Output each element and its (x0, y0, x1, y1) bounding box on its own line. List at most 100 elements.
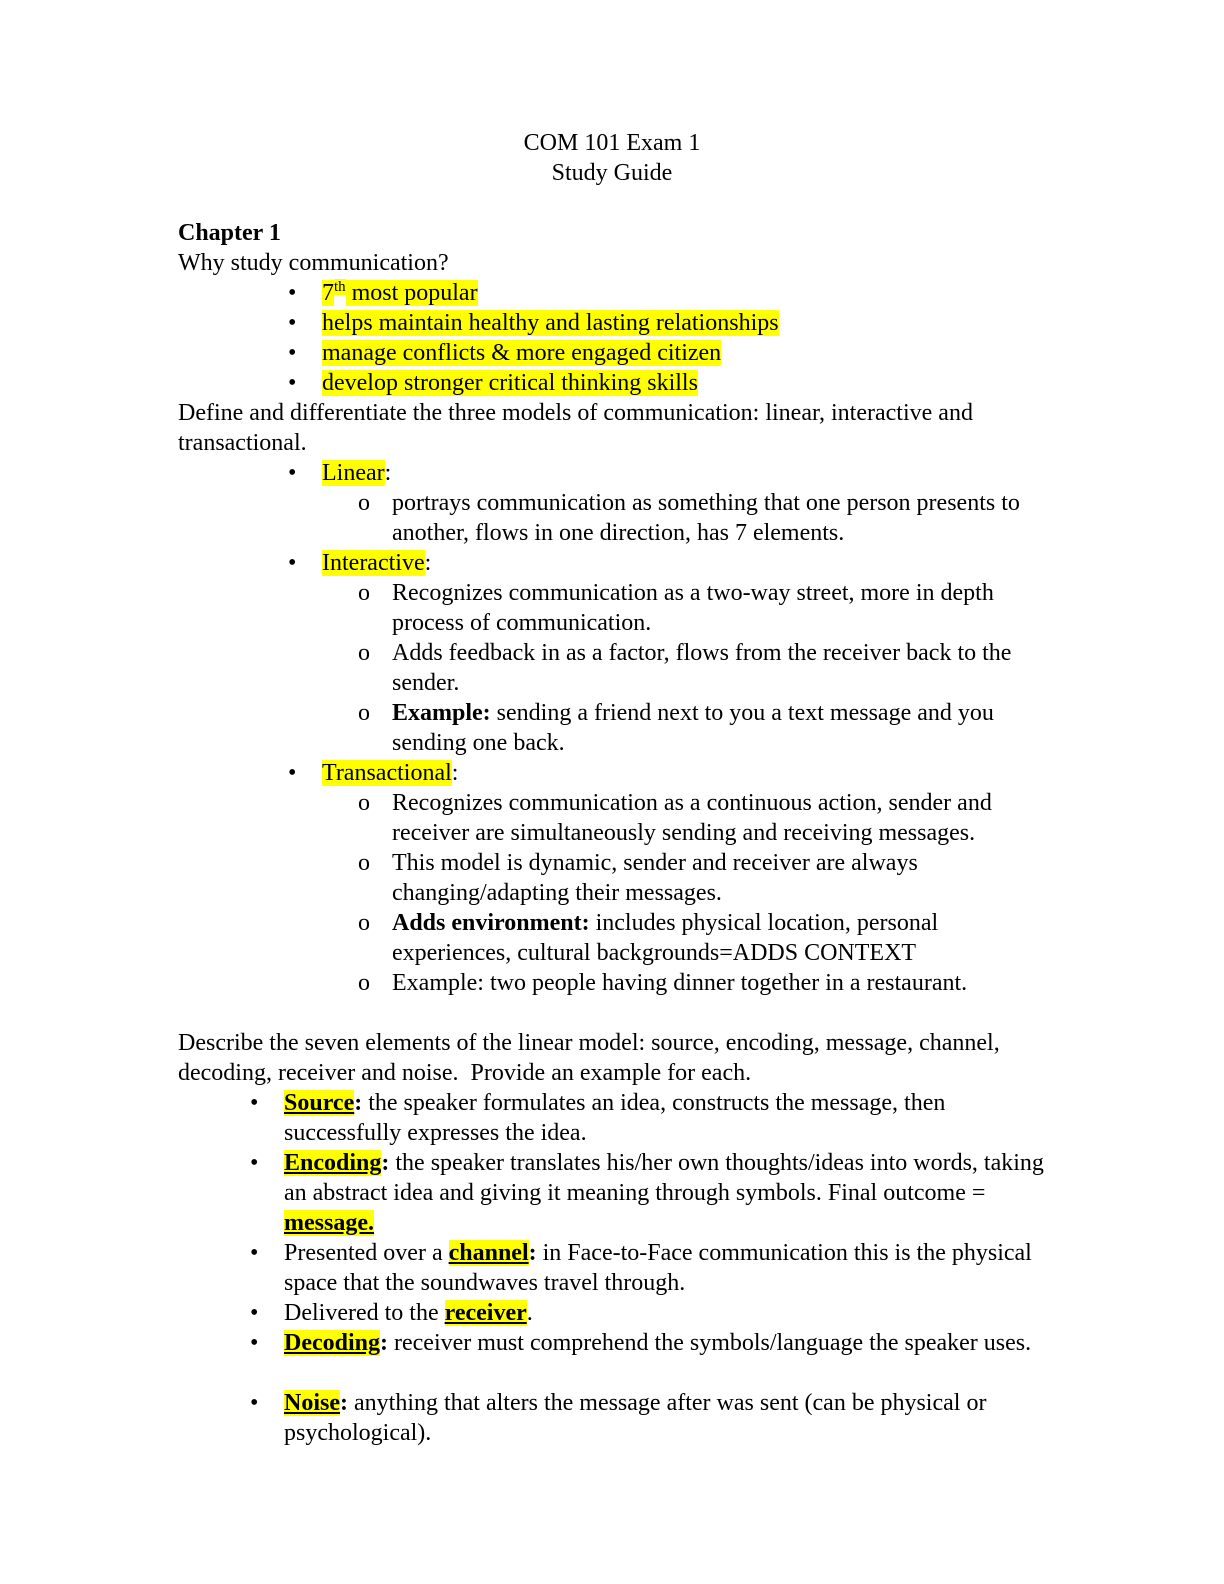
text-run: receiver (444, 1300, 527, 1326)
list-item: • Source: the speaker formulates an idea,… (178, 1088, 1046, 1148)
text-run: Describe the seven elements of the linea… (178, 1030, 1000, 1086)
text-run: 7 (322, 280, 334, 306)
text-run: This model is dynamic, sender and receiv… (392, 850, 918, 906)
text-run: : (528, 1240, 537, 1266)
list-item: •Interactive: (178, 548, 1046, 578)
paragraph: Describe the seven elements of the linea… (178, 1028, 1046, 1088)
list-item: • Presented over a channel: in Face-to-Fa… (178, 1238, 1046, 1298)
list-item: o portrays communication as something tha… (178, 488, 1046, 548)
text-run: Why study communication? (178, 250, 449, 276)
list-item: o Example: sending a friend next to you a… (178, 698, 1046, 758)
text-run: : (354, 1090, 363, 1116)
text-run: Encoding (284, 1150, 382, 1176)
text-run: COM 101 Exam 1 (523, 130, 701, 156)
text-run: portrays communication as something that… (392, 490, 1020, 546)
list-item-text: Recognizes communication as a continuous… (392, 788, 1046, 848)
list-item: o Recognizes communication as a two-way s… (178, 578, 1046, 638)
text-run: th (334, 279, 346, 295)
bullet-marker: o (358, 700, 370, 726)
document-title-line: Study Guide (178, 158, 1046, 188)
bullet-marker: • (288, 310, 297, 336)
text-run: : (424, 550, 432, 576)
list-item: • Encoding: the speaker translates his/he… (178, 1148, 1046, 1238)
text-run: Linear (322, 460, 385, 486)
text-run: develop stronger critical thinking skill… (322, 370, 698, 396)
text-run: the speaker translates his/her own thoug… (284, 1150, 1044, 1206)
list-item: o This model is dynamic, sender and recei… (178, 848, 1046, 908)
text-run: receiver must comprehend the symbols/lan… (388, 1330, 1032, 1356)
text-run: helps maintain healthy and lasting relat… (322, 310, 779, 336)
list-item: • Decoding: receiver must comprehend the … (178, 1328, 1046, 1358)
list-item-text: Encoding: the speaker translates his/her… (284, 1148, 1046, 1238)
list-item: • Linear: (178, 458, 1046, 488)
text-run: Source (284, 1090, 355, 1116)
bullet-marker: • (250, 1150, 259, 1176)
list-item: •develop stronger critical thinking skil… (178, 368, 1046, 398)
text-run: sending a friend next to you a text mess… (392, 700, 994, 756)
text-run: Recognizes communication as a two-way st… (392, 580, 994, 636)
text-run: channel (448, 1240, 529, 1266)
list-item: • Delivered to the receiver. (178, 1298, 1046, 1328)
bullet-marker: o (358, 580, 370, 606)
bullet-marker: o (358, 970, 370, 996)
text-run: Transactional (322, 760, 452, 786)
list-item: • helps maintain healthy and lasting rela… (178, 308, 1046, 338)
list-item-text: Adds environment: includes physical loca… (392, 908, 1046, 968)
list-item-text: manage conflicts & more engaged citizen (322, 338, 1046, 368)
bullet-marker: • (288, 760, 297, 786)
document-title-line: COM 101 Exam 1 (178, 128, 1046, 158)
list-item-text: portrays communication as something that… (392, 488, 1046, 548)
bullet-marker: o (358, 910, 370, 936)
list-item-text: Presented over a channel: in Face-to-Fac… (284, 1238, 1046, 1298)
text-run: Delivered to the (284, 1300, 445, 1326)
blank-line (178, 998, 1046, 1028)
bullet-marker: • (250, 1300, 259, 1326)
list-item: • Transactional: (178, 758, 1046, 788)
text-run: Adds environment: (392, 910, 590, 936)
text-run: the speaker formulates an idea, construc… (284, 1090, 946, 1146)
blank-line (178, 188, 1046, 218)
list-item-text: Noise: anything that alters the message … (284, 1388, 1046, 1448)
text-run: Chapter 1 (178, 220, 281, 246)
list-item-text: Delivered to the receiver. (284, 1298, 1046, 1328)
blank-line (178, 1358, 1046, 1388)
list-item-text: Decoding: receiver must comprehend the s… (284, 1328, 1046, 1358)
list-item-text: 7th most popular (322, 278, 1046, 308)
text-run: . (526, 1300, 533, 1326)
list-item-text: helps maintain healthy and lasting relat… (322, 308, 1046, 338)
list-item-text: Transactional: (322, 758, 1046, 788)
bullet-marker: • (250, 1090, 259, 1116)
list-item-text: This model is dynamic, sender and receiv… (392, 848, 1046, 908)
bullet-marker: • (288, 280, 297, 306)
bullet-marker: o (358, 790, 370, 816)
list-item-text: Adds feedback in as a factor, flows from… (392, 638, 1046, 698)
paragraph: Why study communication? (178, 248, 1046, 278)
bullet-marker: o (358, 850, 370, 876)
text-run: : (451, 760, 459, 786)
text-run: includes physical location, personal exp… (392, 910, 939, 966)
list-item-text: Example: two people having dinner togeth… (392, 968, 1046, 998)
text-run: Study Guide (551, 160, 673, 186)
bullet-marker: • (250, 1330, 259, 1356)
bullet-marker: • (288, 460, 297, 486)
text-run: Adds feedback in as a factor, flows from… (392, 640, 1012, 696)
text-run: Presented over a (284, 1240, 449, 1266)
list-item: •manage conflicts & more engaged citizen (178, 338, 1046, 368)
text-run: : (384, 460, 392, 486)
list-item: o Example: two people having dinner toget… (178, 968, 1046, 998)
bullet-marker: o (358, 490, 370, 516)
text-run: Decoding (284, 1330, 380, 1356)
text-run: anything that alters the message after w… (284, 1390, 987, 1446)
text-run: manage conflicts & more engaged citizen (322, 340, 722, 366)
text-run: : (381, 1150, 390, 1176)
text-run: message. (284, 1210, 374, 1236)
text-run: : (340, 1390, 348, 1416)
list-item-text: Recognizes communication as a two-way st… (392, 578, 1046, 638)
paragraph: Define and differentiate the three model… (178, 398, 1046, 458)
list-item: o Adds environment: includes physical loc… (178, 908, 1046, 968)
bullet-marker: • (250, 1240, 259, 1266)
text-run: Example: (392, 700, 491, 726)
list-item-text: develop stronger critical thinking skill… (322, 368, 1046, 398)
